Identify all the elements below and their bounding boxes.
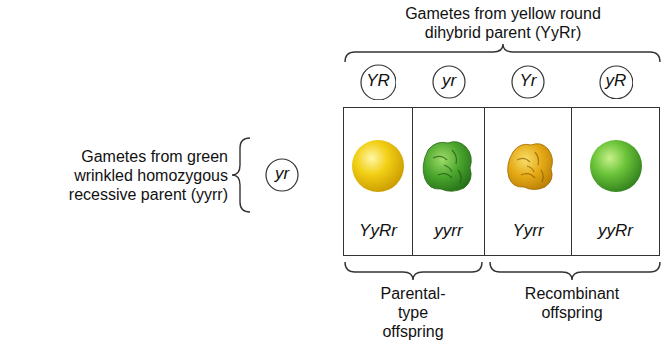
bracket: [232, 138, 250, 212]
genotype-label: Yyrr: [485, 221, 571, 241]
bracket: [490, 262, 660, 280]
allele-label: yr: [442, 71, 456, 93]
circle-outline: [512, 66, 544, 98]
circle-outline: [600, 66, 633, 99]
gamete-heading: Gametes from green wrinkled homozygous r…: [38, 147, 228, 204]
bracket: [345, 262, 482, 280]
offspring-cell: YyRr: [343, 107, 413, 256]
offspring-cell: yyrr: [413, 107, 485, 256]
green-round-pea: [590, 140, 642, 192]
gamete-circle: YR: [360, 64, 397, 101]
allele-label: Yr: [520, 71, 537, 93]
gamete-circle: yr: [432, 65, 466, 99]
circle-outline: [266, 159, 298, 191]
bracket: [345, 44, 660, 62]
offspring-cell: Yyrr: [485, 107, 572, 256]
gamete-heading: Gametes from yellow round dihybrid paren…: [378, 4, 628, 42]
gamete-circle: yR: [599, 65, 634, 100]
gamete-circle: yr: [265, 158, 299, 192]
genotype-label: yyRr: [572, 221, 659, 241]
circle-outline: [433, 66, 465, 98]
genotype-label: YyRr: [344, 221, 412, 241]
gamete-circle: Yr: [511, 65, 545, 99]
allele-label: yr: [275, 164, 289, 186]
yellow-round-pea: [352, 140, 404, 192]
green-wrinkled-pea: [423, 142, 471, 192]
circle-outline: [361, 65, 396, 100]
genotype-label: yyrr: [413, 221, 484, 241]
offspring-cell: yyRr: [572, 107, 660, 256]
allele-label: YR: [366, 71, 390, 93]
allele-label: yR: [606, 71, 627, 93]
offspring-label: Recombinant offspring: [517, 284, 627, 322]
offspring-label: Parental-type offspring: [372, 284, 454, 341]
yellow-wrinkled-pea: [508, 144, 553, 190]
